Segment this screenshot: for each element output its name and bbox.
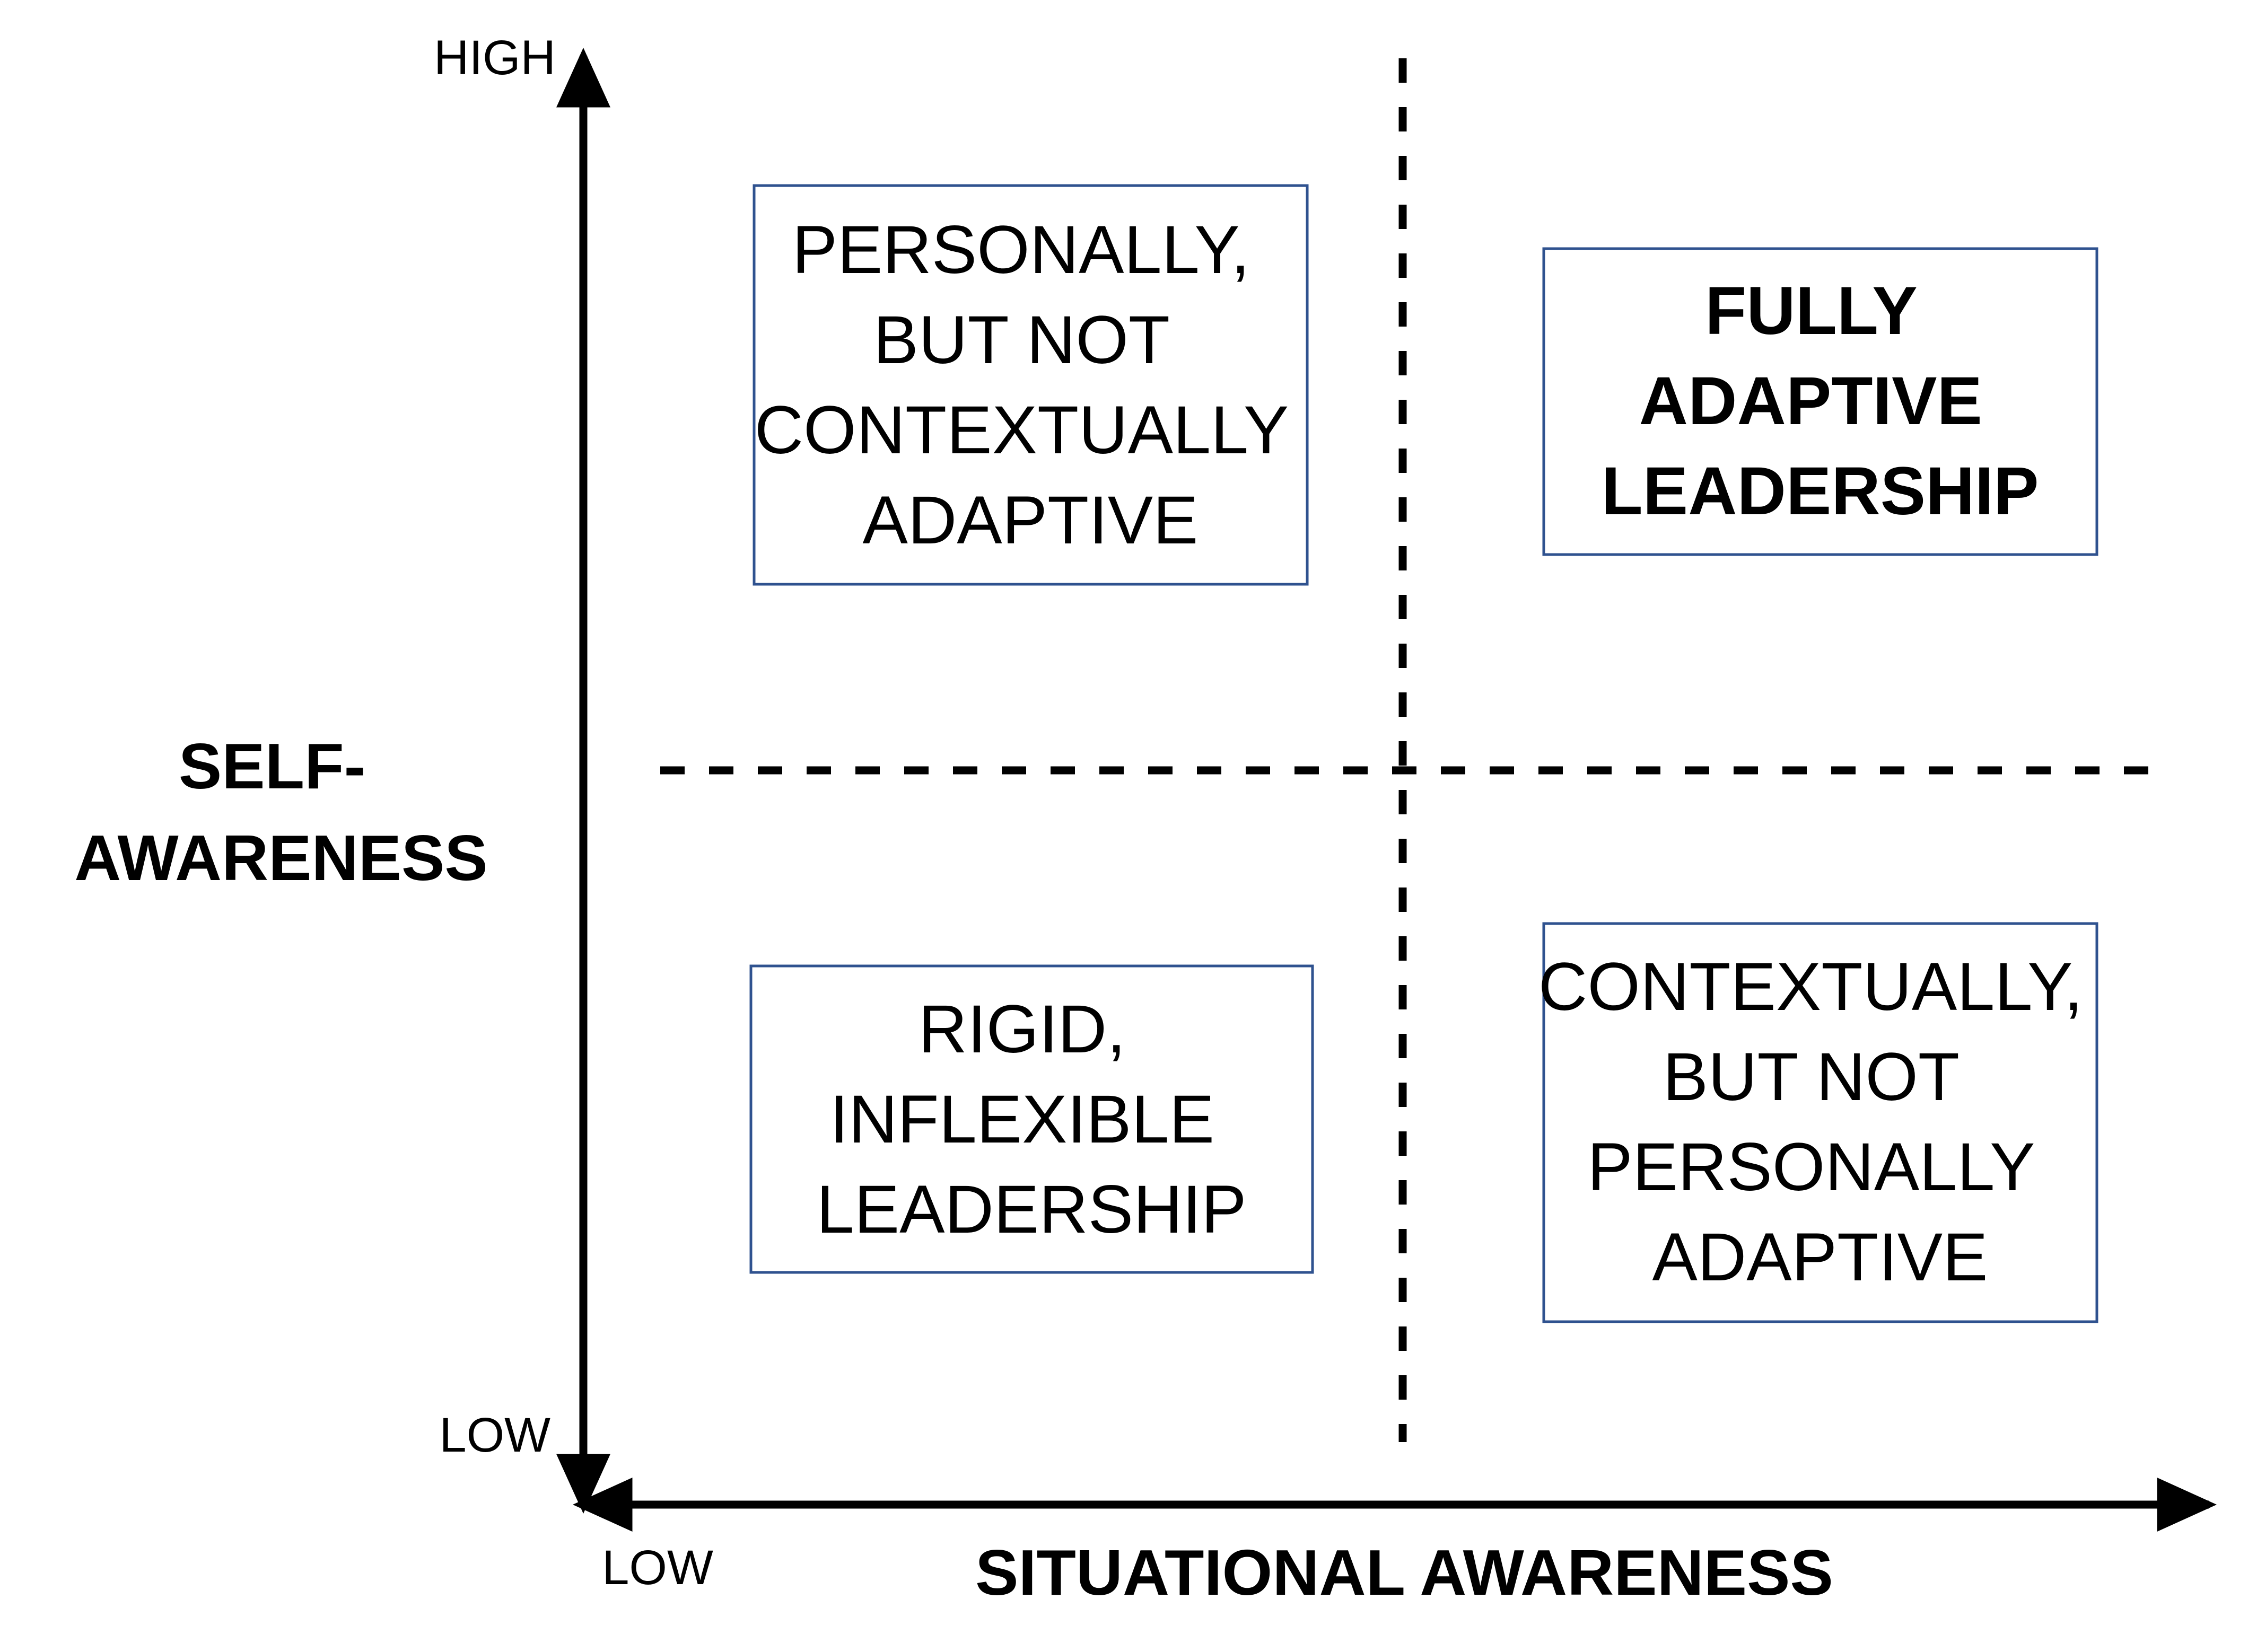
x-axis-title: SITUATIONAL AWARENESS bbox=[975, 1536, 1833, 1609]
quadrant-bottom-right-line-4: ADAPTIVE bbox=[1652, 1219, 1988, 1295]
quadrant-top-left-line-3: CONTEXTUALLY bbox=[755, 392, 1288, 468]
quadrant-bottom-right-line-1: CONTEXTUALLY, bbox=[1538, 949, 2083, 1025]
quadrant-bottom-left-line-2: INFLEXIBLE bbox=[829, 1082, 1214, 1157]
quadrant-top-right-box bbox=[1542, 247, 2098, 556]
quadrant-bottom-left-line-3: LEADERSHIP bbox=[817, 1172, 1247, 1247]
quadrant-bottom-left-box bbox=[749, 964, 1314, 1274]
quadrant-top-left-line-2: BUT NOT bbox=[873, 302, 1169, 378]
quadrant-bottom-right: CONTEXTUALLY, BUT NOT PERSONALLY ADAPTIV… bbox=[1538, 922, 2102, 1323]
y-axis-low-label: LOW bbox=[439, 1408, 550, 1462]
quadrant-top-right-line-3: LEADERSHIP bbox=[1602, 453, 2039, 529]
quadrant-bottom-right-box bbox=[1542, 922, 2098, 1323]
y-axis-title-line-2: AWARENESS bbox=[74, 822, 488, 894]
quadrant-bottom-right-label: CONTEXTUALLY, BUT NOT PERSONALLY ADAPTIV… bbox=[1538, 949, 2102, 1295]
quadrant-bottom-left-line-1: RIGID, bbox=[919, 991, 1126, 1067]
quadrant-top-right-label: FULLY ADAPTIVE LEADERSHIP bbox=[1602, 273, 2039, 529]
quadrant-top-right-line-1: FULLY bbox=[1705, 273, 1917, 349]
quadrant-bottom-right-line-3: PERSONALLY bbox=[1587, 1129, 2034, 1205]
quadrant-bottom-right-line-2: BUT NOT bbox=[1663, 1039, 1958, 1115]
y-axis-title-line-1: SELF- bbox=[179, 730, 365, 802]
y-axis-high-label: HIGH bbox=[434, 31, 556, 85]
quadrant-bottom-left-label: RIGID, INFLEXIBLE LEADERSHIP bbox=[817, 991, 1247, 1247]
x-axis-low-label: LOW bbox=[602, 1541, 713, 1595]
quadrant-top-left-box bbox=[753, 184, 1309, 586]
quadrant-top-left-line-4: ADAPTIVE bbox=[862, 482, 1198, 558]
quadrant-bottom-left: RIGID, INFLEXIBLE LEADERSHIP bbox=[749, 964, 1314, 1274]
quadrant-top-left: PERSONALLY, BUT NOT CONTEXTUALLY ADAPTIV… bbox=[753, 184, 1309, 586]
quadrant-top-right-line-2: ADAPTIVE bbox=[1639, 363, 1982, 439]
quadrant-top-left-line-1: PERSONALLY, bbox=[792, 212, 1250, 288]
quadrant-top-left-label: PERSONALLY, BUT NOT CONTEXTUALLY ADAPTIV… bbox=[755, 212, 1307, 558]
y-axis-title: SELF- AWARENESS bbox=[74, 730, 488, 894]
quadrant-top-right: FULLY ADAPTIVE LEADERSHIP bbox=[1542, 247, 2098, 556]
